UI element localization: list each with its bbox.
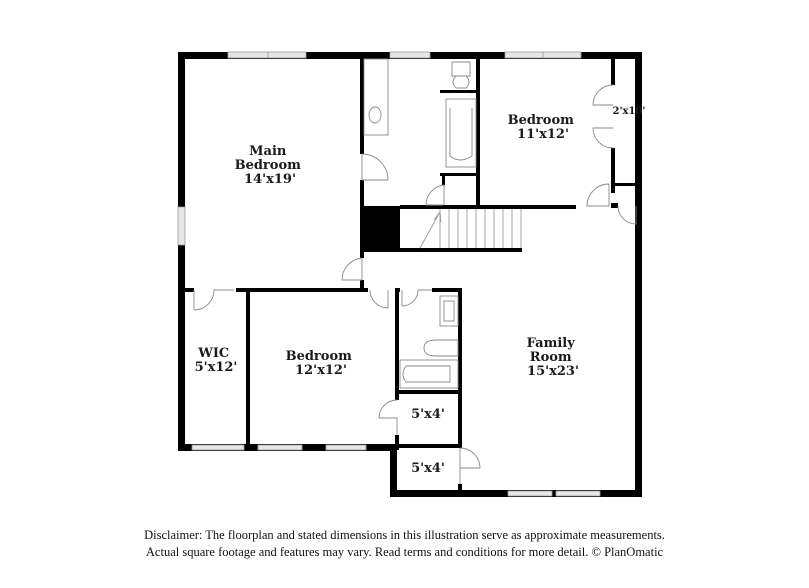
sink-icon (368, 106, 382, 124)
door-icon (378, 399, 398, 435)
door-icon (401, 289, 432, 307)
family-room-label: Family Room 15'x23' (527, 336, 580, 379)
room-labels: Main Bedroom 14'x19' Bedroom 11'x12' 2'x… (195, 106, 646, 476)
staircase (419, 209, 522, 249)
bathtub-icon (445, 98, 477, 168)
door-icon (617, 205, 637, 225)
door-icon (459, 447, 481, 484)
door-icon (341, 257, 363, 281)
interior-walls (178, 52, 641, 494)
door-icon (586, 183, 610, 207)
door-icon (369, 289, 389, 309)
door-icon (361, 153, 389, 181)
bedroom-1-label: Bedroom 11'x12' (508, 113, 579, 142)
wic-label: WIC 5'x12' (195, 346, 238, 375)
storage-1-label: 5'x4' (411, 407, 445, 422)
storage-2-label: 5'x4' (411, 461, 445, 476)
bathtub-icon (399, 359, 459, 389)
bedroom-2-label: Bedroom 12'x12' (286, 349, 357, 378)
sink-icon (439, 295, 459, 327)
disclaimer-line-2: Actual square footage and features may v… (145, 545, 664, 559)
disclaimer-line-1: Disclaimer: The floorplan and stated dim… (144, 528, 665, 542)
door-icon (193, 289, 234, 311)
stair-direction-icon (419, 210, 442, 249)
door-icon (592, 84, 614, 149)
closet-1-label: 2'x10' (613, 106, 646, 117)
doors (193, 84, 637, 484)
toilet-icon (451, 61, 471, 89)
toilet-icon (423, 339, 459, 357)
main-bedroom-label: Main Bedroom 14'x19' (235, 144, 306, 187)
fixtures (363, 58, 477, 389)
windows (177, 51, 601, 497)
disclaimer: Disclaimer: The floorplan and stated dim… (0, 527, 809, 561)
door-icon (425, 184, 445, 206)
